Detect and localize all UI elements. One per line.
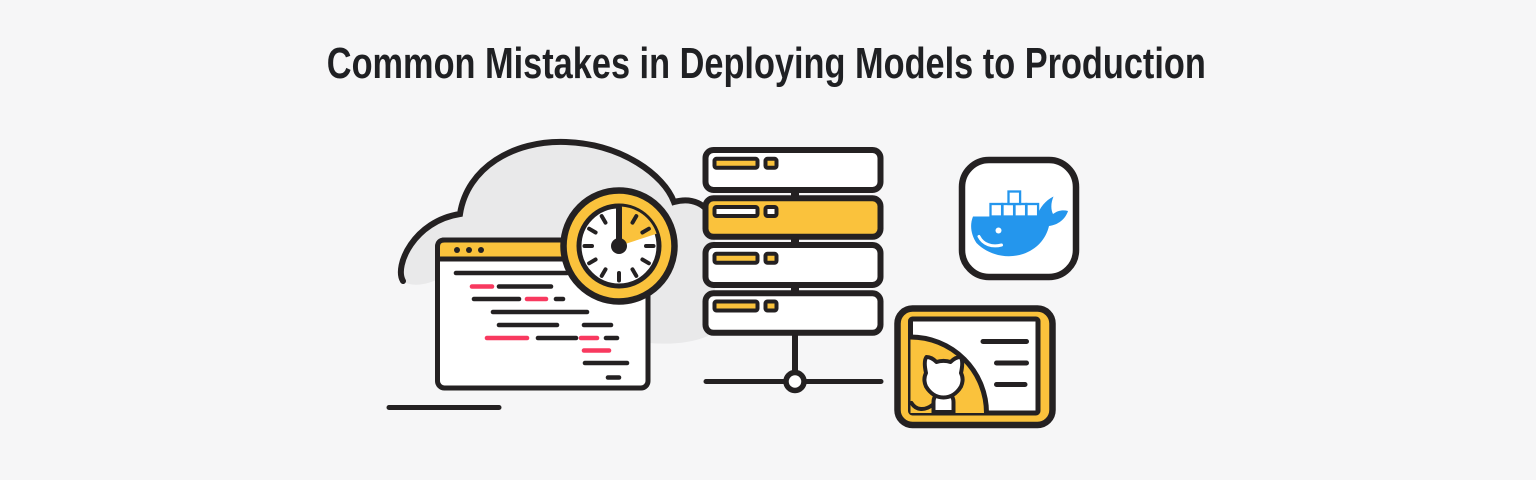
card-text-lines — [980, 339, 1029, 387]
server-led-bar — [712, 251, 760, 265]
rack-connectors — [791, 184, 799, 298]
server-led-bar — [712, 205, 760, 218]
server-led-square — [763, 251, 779, 265]
window-dots — [454, 247, 484, 253]
docker-badge — [958, 156, 1080, 281]
whale-mouth — [977, 235, 1003, 248]
clock-center-dot — [611, 238, 627, 254]
server-unit-3 — [702, 242, 884, 288]
docker-whale-icon — [971, 190, 1068, 257]
server-led-bar — [712, 156, 760, 170]
server-led-bar — [712, 299, 760, 313]
network-node-icon — [783, 369, 807, 394]
page-title: Common Mistakes in Deploying Models to P… — [326, 39, 1206, 88]
server-led-square — [763, 205, 779, 218]
github-card — [894, 305, 1056, 429]
server-rack-icon — [702, 147, 884, 394]
server-unit-4 — [702, 290, 884, 336]
server-led-square — [763, 156, 779, 170]
server-unit-2-highlighted — [702, 195, 884, 240]
server-unit-1 — [702, 147, 884, 193]
whale-eye — [995, 227, 1002, 234]
server-led-square — [763, 299, 779, 313]
timer-clock-icon — [560, 187, 678, 305]
clock-elapsed-wedge — [619, 206, 657, 246]
github-octocat-icon — [909, 355, 965, 414]
container-boxes — [989, 190, 1040, 218]
octocat-head — [922, 355, 965, 400]
octocat-tail — [909, 401, 935, 411]
code-lines — [453, 270, 630, 380]
